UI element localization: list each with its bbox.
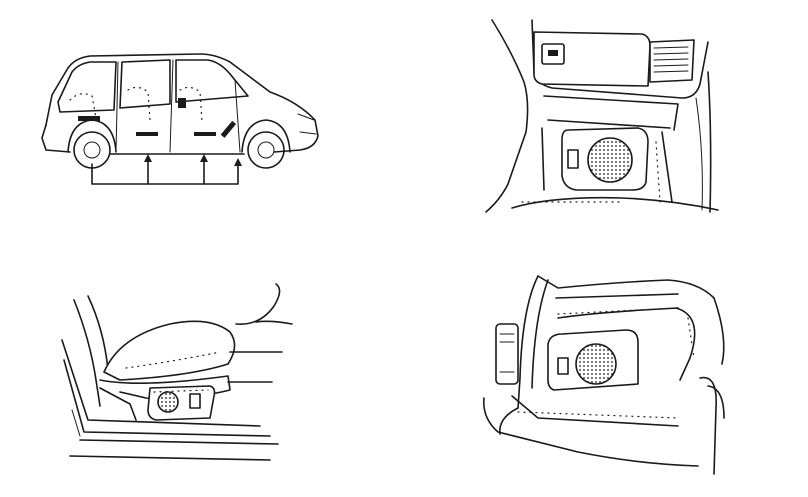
- cargo-area-drawing: [482, 275, 725, 475]
- dashboard-console-drawing: [485, 19, 719, 213]
- seat-base-panel: [60, 280, 300, 470]
- van-side-view-drawing: [41, 53, 319, 185]
- cargo-area-panel: [478, 268, 738, 478]
- dashboard-console-panel: [482, 12, 722, 217]
- van-side-view-panel: [30, 40, 330, 200]
- seat-base-drawing: [61, 283, 293, 461]
